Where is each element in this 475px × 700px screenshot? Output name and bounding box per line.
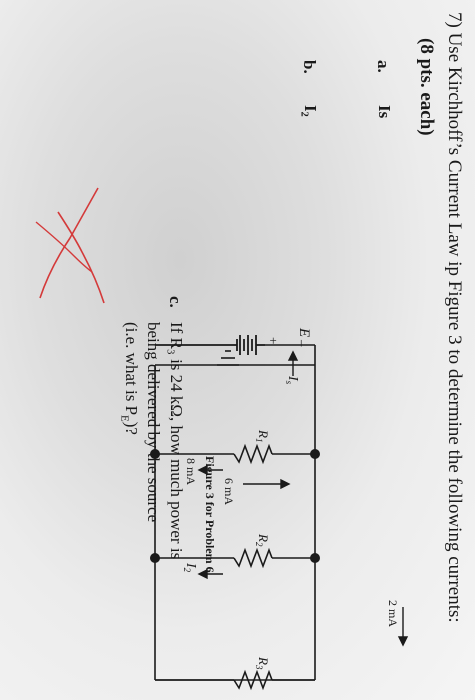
resistor-r2-label: R2 bbox=[254, 533, 271, 547]
resistor-r3-label: R3 bbox=[254, 656, 271, 670]
resistor-zigzags bbox=[233, 443, 273, 691]
junction-node bbox=[150, 553, 160, 563]
current-2ma-label: 2 mA bbox=[386, 600, 400, 627]
source-label: E bbox=[296, 327, 312, 337]
junction-node bbox=[310, 449, 320, 459]
junction-node bbox=[150, 449, 160, 459]
resistor-r1-symbol bbox=[233, 443, 273, 465]
ground-symbol bbox=[217, 350, 239, 366]
junction-node bbox=[310, 553, 320, 563]
source-current-label: Is bbox=[284, 375, 300, 385]
resistor-r3-symbol bbox=[233, 669, 273, 691]
current-8ma-label: 8 mA bbox=[184, 458, 198, 485]
source-minus-sign: – bbox=[295, 339, 310, 347]
resistor-r1-label: R1 bbox=[254, 429, 271, 442]
current-6ma-label: 6 mA bbox=[222, 478, 236, 505]
junction-dots bbox=[150, 449, 320, 563]
battery-symbol bbox=[155, 335, 265, 355]
resistor-r2-symbol bbox=[233, 547, 273, 569]
circuit-wires bbox=[154, 344, 316, 681]
current-i2-label: I2 bbox=[182, 562, 198, 573]
source-plus-sign: + bbox=[266, 337, 281, 344]
current-arrows bbox=[197, 350, 409, 647]
